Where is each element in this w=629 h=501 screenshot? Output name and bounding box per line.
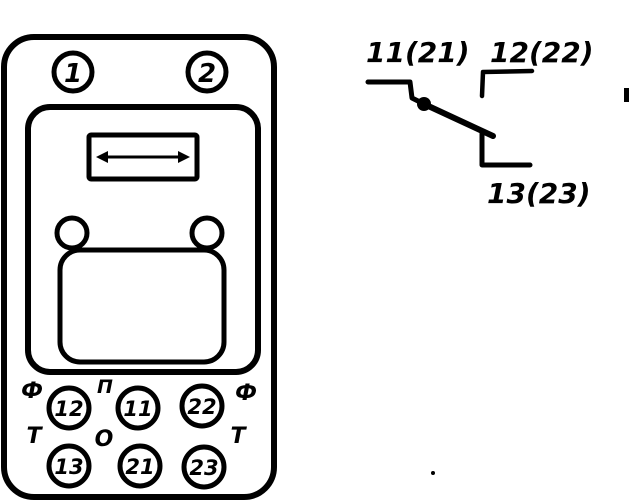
normally-closed-contact-label: 13(23) (487, 177, 591, 210)
top-terminals: 1 2 (51, 50, 229, 94)
contact-schematic: 11(21) 12(22) 13(23) (365, 36, 594, 210)
terminal-12-ring (46, 385, 92, 431)
left-adjust-screw (54, 215, 90, 251)
bottom-terminals-row-2: 13 21 23 (46, 443, 227, 490)
terminal-13-label: 13 (54, 455, 83, 479)
terminal-1-ring (51, 50, 95, 94)
terminal-1-label: 1 (64, 59, 82, 89)
terminal-12-label: 12 (54, 397, 83, 421)
mark-middle-bottom: О (95, 427, 114, 452)
mark-left-bottom: Т (26, 424, 43, 449)
bottom-speck (431, 471, 435, 475)
terminal-2-ring (185, 50, 229, 94)
right-edge-speck (624, 88, 629, 102)
mark-left-top: Ф (21, 379, 43, 404)
relay-inner-cover (25, 104, 261, 375)
terminal-22-label: 22 (187, 395, 216, 419)
normally-open-contact-stub (479, 68, 535, 99)
terminal-side-marks: Ф Т Ф Т П О (21, 376, 257, 452)
relay-window-block (57, 247, 227, 365)
relay-nameplate (86, 132, 200, 182)
bottom-terminals-row-1: 12 11 22 (46, 383, 225, 431)
terminal-21-ring (117, 443, 163, 489)
relay-housing (1, 34, 277, 500)
terminal-2-label: 2 (198, 59, 216, 89)
right-adjust-screw (189, 215, 225, 251)
right-arrow-icon (178, 151, 190, 163)
common-contact-lead (365, 79, 427, 107)
mark-right-bottom: Т (230, 424, 247, 449)
common-contact-label: 11(21) (366, 36, 470, 69)
normally-open-contact-label: 12(22) (490, 36, 594, 69)
terminal-11-ring (115, 385, 161, 431)
mark-middle-top: П (97, 376, 113, 398)
scan-specks (431, 88, 629, 475)
terminal-21-label: 21 (125, 455, 154, 479)
terminal-13-ring (46, 443, 92, 489)
mark-right-top: Ф (235, 381, 257, 406)
terminal-11-label: 11 (123, 397, 152, 421)
terminal-23-ring (181, 444, 227, 490)
left-arrow-icon (96, 151, 108, 163)
terminal-22-ring (179, 383, 225, 429)
relay-outer-case (1, 34, 277, 500)
normally-closed-contact-stub (479, 130, 533, 168)
terminal-23-label: 23 (189, 456, 218, 480)
